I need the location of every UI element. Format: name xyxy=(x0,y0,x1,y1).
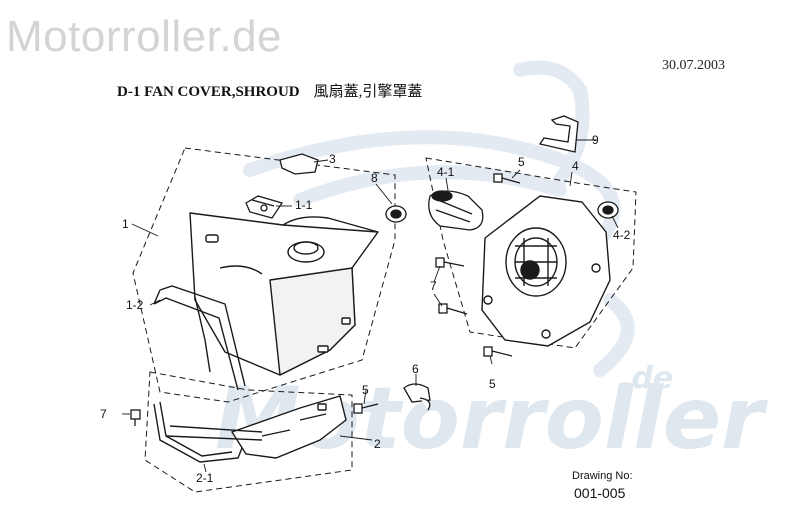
drawing-number-label: Drawing No: xyxy=(572,470,633,482)
drawing-number: 001-005 xyxy=(574,485,626,501)
engine-shroud xyxy=(189,212,379,376)
watermark-de: .de xyxy=(620,361,673,396)
callout-3: 3 xyxy=(329,152,336,166)
part-3-plate xyxy=(279,153,319,175)
screw-7-left xyxy=(130,409,141,426)
callout-7-right: 7 xyxy=(430,279,437,293)
callout-4: 4 xyxy=(572,159,579,173)
bolt-5-right xyxy=(483,346,513,357)
callout-6: 6 xyxy=(412,362,419,376)
callout-2-1: 2-1 xyxy=(196,471,214,485)
page-title: D-1 FAN COVER,SHROUD 風扇蓋,引擎罩蓋 xyxy=(117,80,422,101)
callout-7-left: 7 xyxy=(100,407,107,421)
grommet-4-2 xyxy=(597,201,619,219)
callout-9: 9 xyxy=(592,133,599,147)
leader-lines xyxy=(122,139,619,473)
callout-1-2: 1-2 xyxy=(126,298,144,312)
bolt-7-upper xyxy=(435,257,465,268)
bolt-5-top xyxy=(493,173,521,184)
bolt-7-lower xyxy=(438,303,468,315)
duct-4-1 xyxy=(428,190,484,231)
frame-bar-1-2 xyxy=(153,285,246,391)
title-cn: 風扇蓋,引擎罩蓋 xyxy=(313,84,423,100)
grommet-8 xyxy=(385,205,407,223)
callout-8: 8 xyxy=(371,171,378,185)
callout-5-mid: 5 xyxy=(362,383,369,397)
title-en: D-1 FAN COVER,SHROUD xyxy=(117,84,300,100)
bolt-5-mid xyxy=(353,403,379,414)
pipe-bar-2-1 xyxy=(153,401,263,463)
callout-5-top: 5 xyxy=(518,155,525,169)
lower-cover-2 xyxy=(230,395,347,459)
shroud-assembly-boundary xyxy=(132,147,396,403)
callout-1-1: 1-1 xyxy=(295,198,313,212)
watermark-top: Motorroller.de xyxy=(6,12,283,61)
callout-5-right: 5 xyxy=(489,377,496,391)
fan-cover-assembly-boundary xyxy=(425,157,637,349)
fan-cover-4 xyxy=(481,195,611,347)
callout-2: 2 xyxy=(374,437,381,451)
callout-4-2: 4-2 xyxy=(613,228,631,242)
callout-4-1: 4-1 xyxy=(437,165,455,179)
clip-1-1 xyxy=(245,195,284,219)
clamp-6 xyxy=(403,383,431,411)
bracket-9 xyxy=(538,115,579,153)
callout-1: 1 xyxy=(122,217,129,231)
drawing-date: 30.07.2003 xyxy=(662,58,725,73)
